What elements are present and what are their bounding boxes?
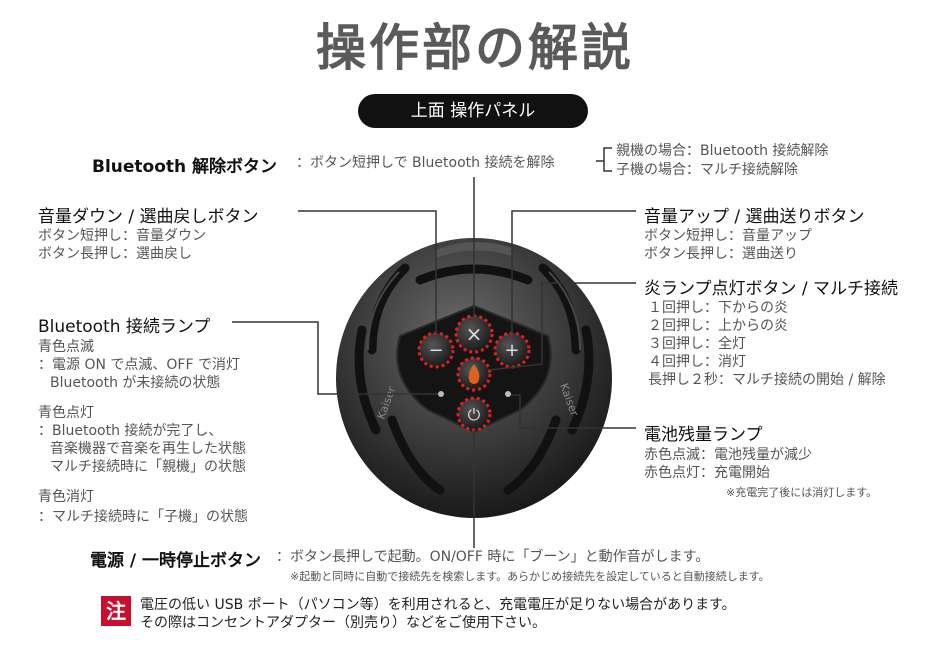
- caution-badge: 注: [101, 596, 131, 626]
- bt-lamp-g1-title: 青色点滅: [38, 339, 94, 355]
- flame-line: ３回押し：全灯: [648, 336, 746, 352]
- battery-label: 電池残量ランプ: [644, 425, 763, 445]
- power-desc: ：ボタン長押しで起動。ON/OFF 時に「ブーン」と動作音がします。: [276, 549, 710, 565]
- battery-line1: 赤色点滅：電池残量が減少: [644, 447, 812, 463]
- vol-up-line1: ボタン短押し：音量アップ: [644, 228, 812, 244]
- caution-line2: その際はコンセントアダプター（別売り）などをご使用下さい。: [140, 615, 546, 631]
- bt-lamp-g2-l1: ：Bluetooth 接続が完了し、: [38, 423, 223, 439]
- vol-up-line2: ボタン長押し：選曲送り: [644, 246, 798, 262]
- bt-release-button[interactable]: ×: [454, 314, 494, 354]
- battery-line2: 赤色点灯：充電開始: [644, 465, 770, 481]
- caution-line1: 電圧の低い USB ポート（パソコン等）を利用されると、充電電圧が足りない場合が…: [140, 597, 736, 613]
- grille-slots: [354, 263, 594, 495]
- bt-lamp-g2-title: 青色点灯: [38, 405, 94, 421]
- battery-note: ※充電完了後には消灯します。: [726, 486, 878, 499]
- flame-line: 長押し２秒：マルチ接続の開始 / 解除: [648, 372, 886, 388]
- bt-lamp-dot: [438, 391, 444, 397]
- svg-text:+: +: [504, 340, 519, 361]
- flame-label: 炎ランプ点灯ボタン / マルチ接続: [644, 279, 899, 299]
- vol-down-line1: ボタン短押し：音量ダウン: [38, 228, 206, 244]
- svg-text:−: −: [428, 340, 443, 361]
- flame-lamp-button[interactable]: [456, 356, 492, 392]
- vol-down-label: 音量ダウン / 選曲戻しボタン: [38, 207, 259, 227]
- bt-lamp-g3-title: 青色消灯: [38, 489, 94, 505]
- bt-release-child: 子機の場合：マルチ接続解除: [616, 162, 798, 178]
- bt-lamp-g1-l1: ：電源 ON で点滅、OFF で消灯: [38, 357, 240, 373]
- vol-down-line2: ボタン長押し：選曲戻し: [38, 246, 192, 262]
- bt-lamp-g1-l2: Bluetooth が未接続の状態: [50, 375, 221, 391]
- volume-up-button[interactable]: +: [493, 331, 531, 369]
- svg-text:×: ×: [466, 322, 483, 346]
- flame-line: ２回押し：上からの炎: [648, 318, 788, 334]
- flame-icon: [468, 364, 480, 384]
- flame-line: １回押し：下からの炎: [648, 300, 788, 316]
- power-label: 電源 / 一時停止ボタン: [90, 551, 262, 571]
- bt-lamp-g3-l1: ：マルチ接続時に「子機」の状態: [38, 509, 248, 525]
- vol-up-label: 音量アップ / 選曲送りボタン: [644, 207, 865, 227]
- bt-lamp-label: Bluetooth 接続ランプ: [38, 317, 211, 337]
- bt-lamp-g2-l2: 音楽機器で音楽を再生した状態: [50, 441, 246, 457]
- bt-release-parent: 親機の場合：Bluetooth 接続解除: [616, 143, 829, 159]
- callout-lines: [232, 147, 636, 548]
- volume-down-button[interactable]: −: [417, 331, 455, 369]
- svg-text:⏻: ⏻: [468, 405, 481, 424]
- page-title: 操作部の解説: [316, 19, 634, 77]
- flame-line: ４回押し：消灯: [648, 354, 746, 370]
- power-note: ※起動と同時に自動で接続先を検索します。あらかじめ接続先を設定していると自動接続…: [290, 570, 770, 583]
- power-button[interactable]: ⏻: [456, 396, 492, 432]
- section-label: 上面 操作パネル: [358, 94, 588, 128]
- battery-lamp-dot: [505, 391, 511, 397]
- bt-lamp-g2-l3: マルチ接続時に「親機」の状態: [50, 459, 246, 475]
- bt-release-desc: ：ボタン短押しで Bluetooth 接続を解除: [296, 155, 555, 171]
- bt-release-label: Bluetooth 解除ボタン: [92, 157, 278, 177]
